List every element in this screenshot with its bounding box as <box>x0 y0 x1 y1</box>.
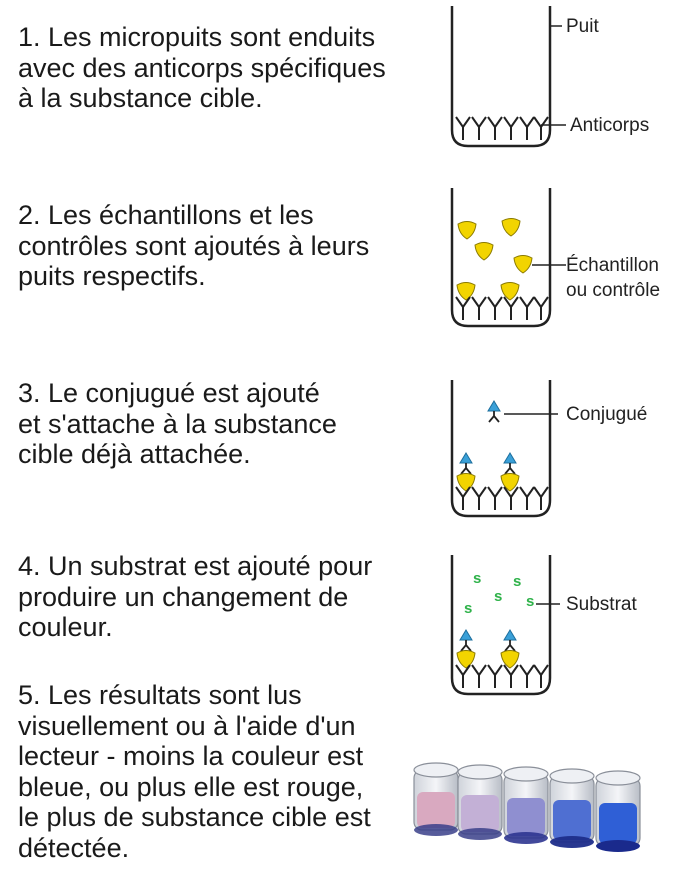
step-3-line-3: cible déjà attachée. <box>18 439 251 469</box>
svg-text:s: s <box>526 593 534 610</box>
conjugate-bound <box>503 629 517 652</box>
step-4-line-3: couleur. <box>18 612 113 642</box>
conjugate-bound <box>503 452 517 475</box>
vial-2 <box>457 764 503 840</box>
vial-3 <box>503 766 549 844</box>
antibody-row-2 <box>455 296 549 321</box>
antibody-row-4 <box>455 664 549 689</box>
result-vials <box>413 762 641 852</box>
step-2-line-2: contrôles sont ajoutés à leurs <box>18 230 370 261</box>
step-5-line-1: 5. Les résultats sont lus <box>18 680 302 710</box>
vial-4 <box>549 768 595 848</box>
step-2-line-3: puits respectifs. <box>18 261 206 291</box>
sample-target <box>474 242 494 261</box>
step-1-line-1: 1. Les micropuits sont enduits <box>18 22 376 52</box>
svg-text:s: s <box>494 588 502 605</box>
substrate-marks: s s s s s <box>464 570 534 617</box>
step-5-line-3: lecteur - moins la couleur est <box>18 741 364 771</box>
label-well: Puit <box>566 16 599 37</box>
label-sample-line1: Échantillon <box>566 255 659 276</box>
step-4-line-1: 4. Un substrat est ajouté pour <box>18 551 373 581</box>
label-conjugate: Conjugué <box>566 404 647 425</box>
step-5-line-4: bleue, ou plus elle est rouge, <box>18 771 364 802</box>
svg-text:s: s <box>464 600 472 617</box>
well-2 <box>450 188 566 328</box>
well-4: s s s s s <box>450 555 560 696</box>
step-3-text: 3. Le conjugué est ajouté et s'attache à… <box>18 378 337 470</box>
label-antibodies: Anticorps <box>570 115 649 136</box>
well-3 <box>450 380 558 518</box>
vial-1 <box>413 762 459 836</box>
step-5-line-5: le plus de substance cible est <box>18 802 371 832</box>
step-1-line-2: avec des anticorps spécifiques <box>18 52 386 83</box>
label-sample-line2: ou contrôle <box>566 280 660 301</box>
antibody-row-1 <box>455 116 549 141</box>
step-2-text: 2. Les échantillons et les contrôles son… <box>18 200 369 292</box>
conjugate-free <box>487 400 501 423</box>
conjugate-bound <box>459 452 473 475</box>
vial-5 <box>595 770 641 852</box>
step-4-text: 4. Un substrat est ajouté pour produire … <box>18 551 372 643</box>
step-3-line-2: et s'attache à la substance <box>18 408 337 439</box>
svg-text:s: s <box>513 573 521 590</box>
step-5-line-6: détectée. <box>18 832 130 863</box>
conjugate-bound <box>459 629 473 652</box>
step-3-line-1: 3. Le conjugué est ajouté <box>18 378 320 408</box>
sample-target <box>457 221 477 240</box>
step-4-line-2: produire un changement de <box>18 581 349 612</box>
step-5-text: 5. Les résultats sont lus visuellement o… <box>18 680 371 863</box>
step-1-line-3: à la substance cible. <box>18 83 263 113</box>
step-1-text: 1. Les micropuits sont enduits avec des … <box>18 22 386 114</box>
antibody-row-3 <box>455 486 549 511</box>
well-1 <box>450 6 566 148</box>
svg-text:s: s <box>473 570 481 587</box>
step-2-line-1: 2. Les échantillons et les <box>18 200 314 230</box>
sample-target <box>513 255 533 274</box>
label-substrate: Substrat <box>566 594 637 615</box>
sample-target <box>501 218 521 237</box>
step-5-line-2: visuellement ou à l'aide d'un <box>18 710 356 741</box>
